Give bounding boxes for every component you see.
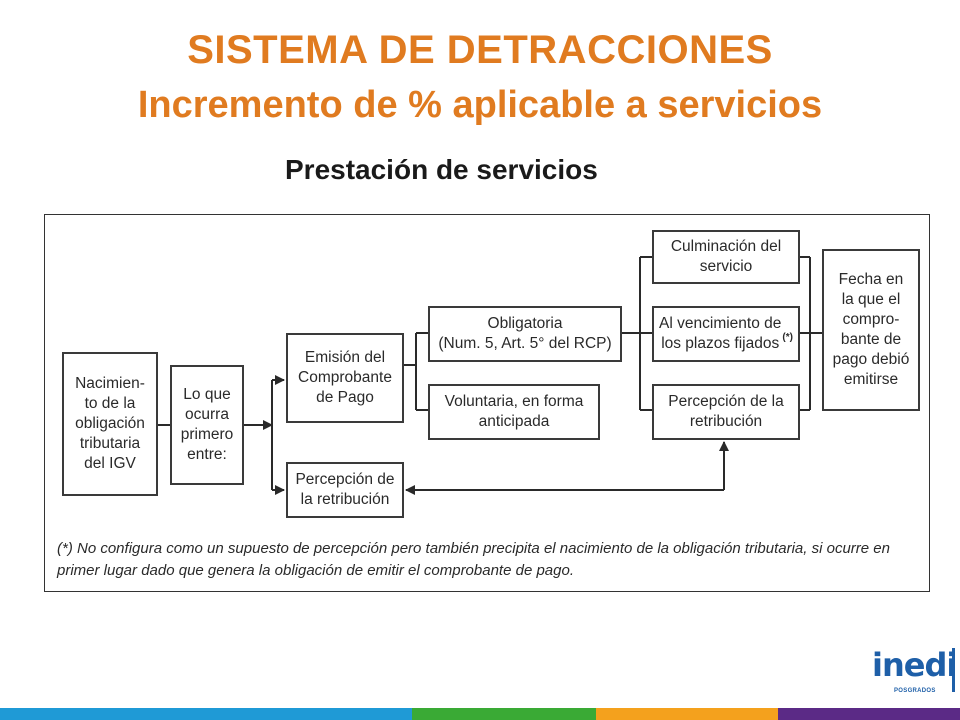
footer-bar-purple [778,708,960,720]
logo-wordmark: inedi [872,646,957,684]
box-obligatoria: Obligatoria (Num. 5, Art. 5° del RCP) [428,306,622,362]
diagram-heading: Prestación de servicios [285,154,598,185]
logo-tagline: POSGRADOS [894,688,936,694]
slide-subtitle: Incremento de % aplicable a servicios [137,84,823,126]
footer-bar-orange [596,708,778,720]
footer-bar-green [412,708,596,720]
box-emision: Emisión del Comprobante de Pago [286,333,404,423]
asterisk-mark: (*) [782,332,793,343]
box-fecha: Fecha en la que el compro- bante de pago… [822,249,920,411]
box-vencimiento: Al vencimiento de los plazos fijados(*) [652,306,800,362]
inedi-logo: inedi POSGRADOS [872,646,957,696]
diagram-frame [44,214,930,592]
slide-title: SISTEMA DE DETRACCIONES [187,28,773,72]
box-nacimiento: Nacimien- to de la obligación tributaria… [62,352,158,496]
box-percepcion-right: Percepción de la retribución [652,384,800,440]
box-lo-que-ocurra: Lo que ocurra primero entre: [170,365,244,485]
footnote: (*) No configura como un supuesto de per… [57,540,890,579]
box-voluntaria: Voluntaria, en forma anticipada [428,384,600,440]
box-percepcion-left: Percepción de la retribución [286,462,404,518]
box-culminacion: Culminación del servicio [652,230,800,284]
logo-divider [952,648,955,692]
footer-bar-blue [0,708,412,720]
